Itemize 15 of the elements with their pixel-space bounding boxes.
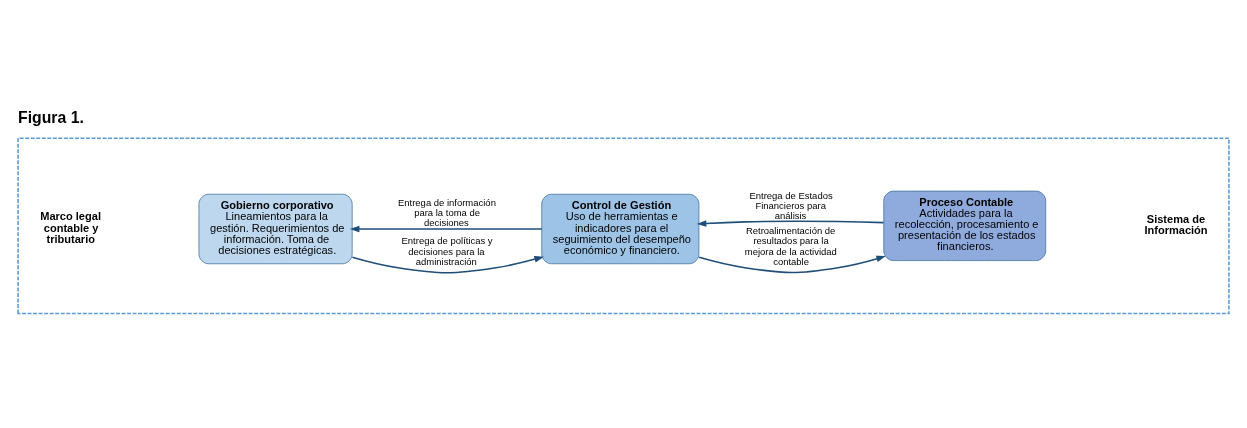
edge-label: Retroalimentación de resultados para la mejora de la actividad contable xyxy=(744,225,837,268)
edge-label: Entrega de Estados Financieros para análisis xyxy=(749,189,833,222)
arrow xyxy=(349,225,543,233)
arrow xyxy=(698,255,886,274)
label: Marco legal contable y tributario xyxy=(40,210,101,245)
edge-label: Entrega de políticas y decisiones para la administración xyxy=(401,235,493,268)
edge-label: Entrega de información para la toma de decisiones xyxy=(398,196,496,229)
arrow xyxy=(696,220,885,227)
node-box: Gobierno corporativo Lineamientos para la gestión. Requerimientos de información. Toma de decisiones estratégicas. xyxy=(198,193,353,265)
label: Sistema de Información xyxy=(1144,212,1208,236)
diagram-title: Figura 1. xyxy=(18,109,84,127)
arrow xyxy=(351,256,544,274)
cluster xyxy=(17,137,1230,315)
node-box: Proceso Contable Actividades para la recolección, procesamiento e presentación de los estados financieros. xyxy=(883,190,1047,261)
node-box: Control de Gestión Uso de herramientas e indicadores para el seguimiento del desempeño económico y financiero. xyxy=(541,193,700,265)
